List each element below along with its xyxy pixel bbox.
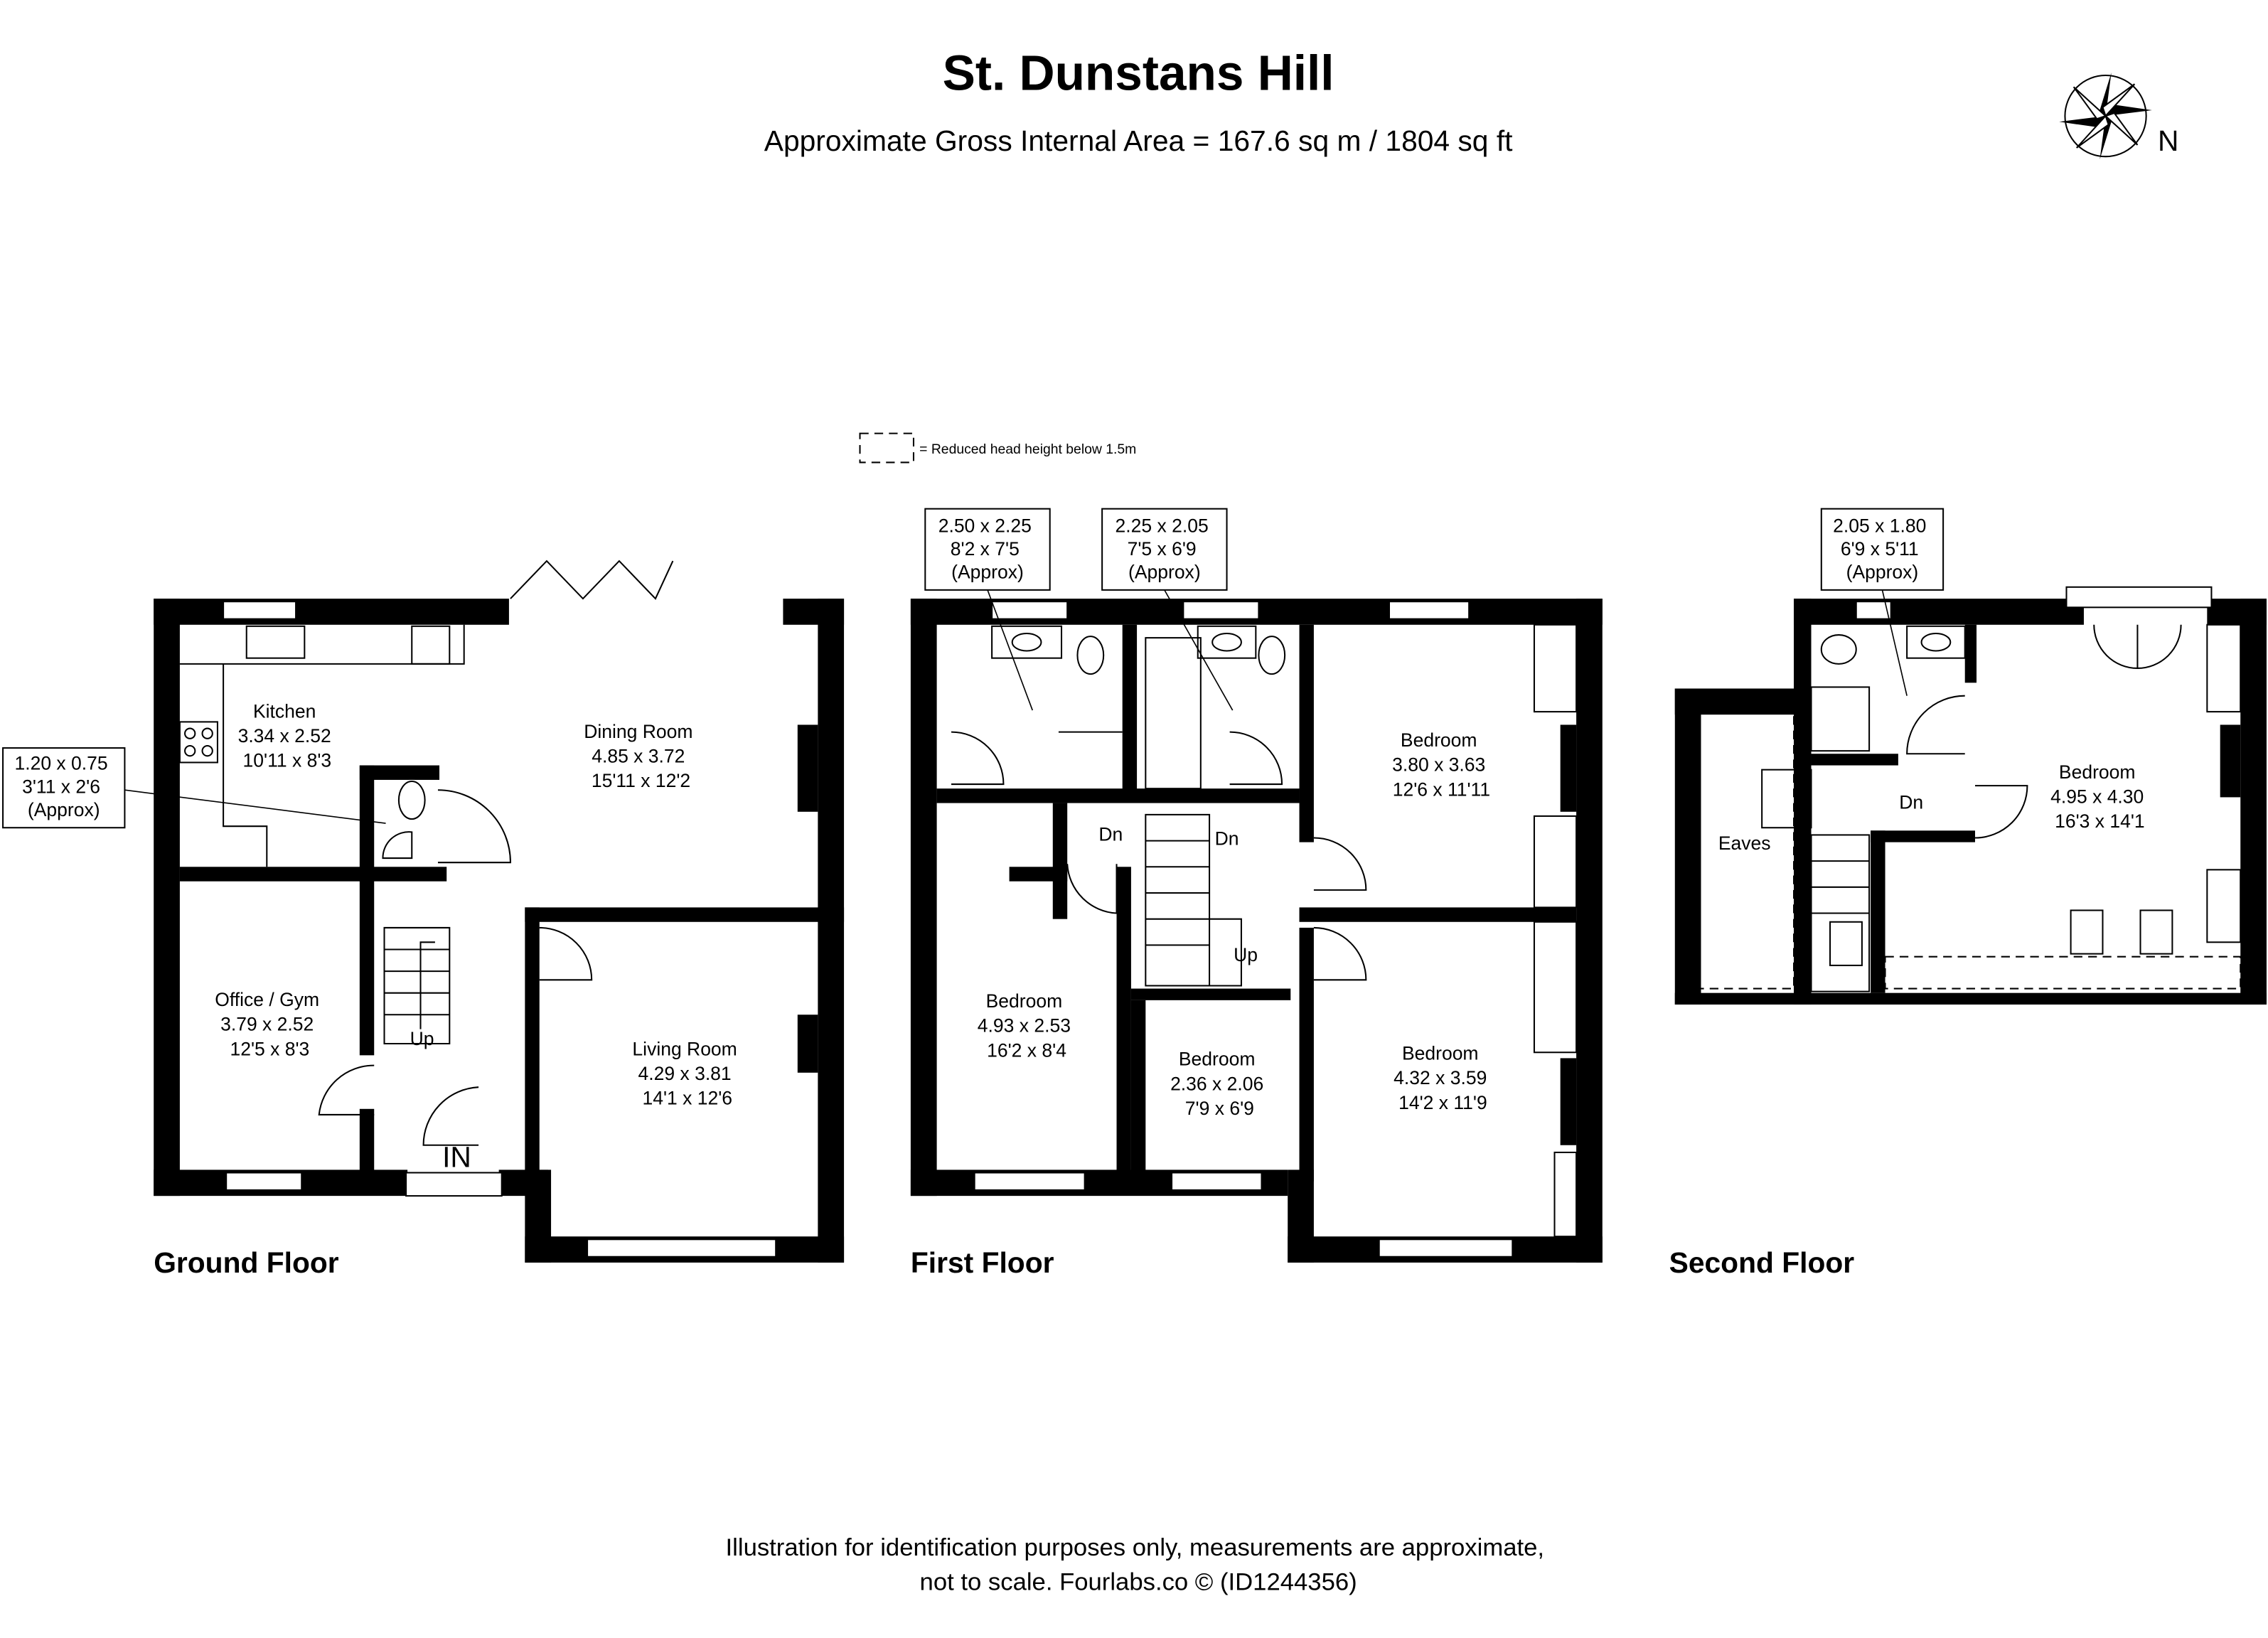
bedroom-w-metric: 4.93 x 2.53 [978,1015,1071,1037]
bedroom-s-metric: 2.36 x 2.06 [1170,1073,1263,1094]
second-floor-label: Second Floor [1669,1246,1855,1279]
ground-floor-label: Ground Floor [154,1246,339,1279]
first-floor: 2.50 x 2.25 8'2 x 7'5 (Approx) 2.25 x 2.… [910,508,1603,1279]
bedroom-s-imperial: 7'9 x 6'9 [1185,1098,1254,1119]
shower-callout-metric: 2.25 x 2.05 [1116,515,1209,536]
ensuite-callout-metric: 2.05 x 1.80 [1833,515,1926,536]
ground-stair-up: Up [410,1028,434,1049]
svg-text:2.05 x 1.80 6'9 x 5'11: 2.05 x 1.80 6'9 x 5'11 (Approx) [1833,515,1932,582]
eaves-label: Eaves [1718,833,1771,854]
dining-metric: 4.85 x 3.72 [592,745,685,766]
office-imperial: 12'5 x 8'3 [230,1038,309,1059]
bedroom-ne-metric: 3.80 x 3.63 [1392,754,1485,776]
wc-approx: (Approx) [28,799,100,820]
legend-swatch [859,432,914,464]
basin-icon [1011,632,1042,652]
living-name: Living Room [632,1038,737,1059]
bedroom-se-imperial: 14'2 x 11'9 [1398,1092,1487,1113]
shower-icon [1810,686,1871,752]
wc-imperial: 3'11 x 2'6 [22,776,100,797]
first-floor-label: First Floor [911,1246,1054,1279]
plan-title: St. Dunstans Hill [943,45,1334,100]
disclaimer-line-1: Illustration for identification purposes… [726,1534,1544,1561]
ground-stairs [383,926,451,1045]
shower-callout-imperial: 7'5 x 6'9 [1128,538,1197,560]
living-imperial: 14'1 x 12'6 [643,1088,733,1109]
second-floor: 2.05 x 1.80 6'9 x 5'11 (Approx) Bedroom … [1669,508,2267,1279]
bath-callout-approx: (Approx) [951,562,1024,583]
basin-icon-2 [1211,632,1242,652]
bath-icon [1145,637,1202,790]
second-bedroom-imperial: 16'3 x 14'1 [2055,810,2145,832]
sink-icon [245,625,306,659]
svg-text:Bedroom 4.93 x 2.53: Bedroom 4.93 x 2.53 16'2 x 8'4 [978,990,1076,1061]
ensuite-callout-imperial: 6'9 x 5'11 [1841,538,1919,560]
bedroom-w-name: Bedroom [986,990,1063,1012]
disclaimer-line-2: not to scale. Fourlabs.co © (ID1244356) [920,1569,1357,1596]
bedroom-w-imperial: 16'2 x 8'4 [987,1039,1066,1061]
legend: = Reduced head height below 1.5m [859,432,1136,464]
svg-text:2.50 x 2.25 8'2 x 7'5: 2.50 x 2.25 8'2 x 7'5 (Approx) [938,515,1037,582]
dining-name: Dining Room [584,721,692,742]
disclaimer: Illustration for identification purposes… [726,1534,1551,1596]
svg-text:Office / Gym 3.79 x 2.52: Office / Gym 3.79 x 2.52 12'5 x 8'3 [215,989,324,1059]
shower-callout-approx: (Approx) [1128,562,1201,583]
second-stairs [1761,769,1871,992]
bedroom-ne-name: Bedroom [1401,729,1477,751]
bedroom-se-name: Bedroom [1402,1042,1479,1064]
second-bedroom-name: Bedroom [2059,761,2136,783]
basin-icon-3 [1920,632,1952,652]
compass-north-label: N [2158,124,2178,157]
second-stair-dn: Dn [1899,792,1923,813]
hob-icon [178,721,218,764]
first-stair-dn-1: Dn [1098,824,1123,845]
svg-text:1.20 x 0.75 3'11 x 2'6: 1.20 x 0.75 3'11 x 2'6 (Approx) [14,753,113,820]
legend-text: = Reduced head height below 1.5m [919,441,1136,457]
second-bedroom-metric: 4.95 x 4.30 [2050,786,2144,808]
svg-text:Bedroom 2.36 x 2.06: Bedroom 2.36 x 2.06 7'9 x 6'9 [1170,1049,1269,1119]
toilet-icon [397,780,426,820]
compass-icon [2059,72,2152,160]
kitchen-metric: 3.34 x 2.52 [238,725,331,746]
svg-text:Bedroom 4.95 x 4.30: Bedroom 4.95 x 4.30 16'3 x 14'1 [2050,761,2149,832]
plan-subtitle: Approximate Gross Internal Area = 167.6 … [764,124,1513,157]
toilet-icon-2 [1258,636,1286,675]
first-stair-up: Up [1234,944,1258,965]
bath-callout-imperial: 8'2 x 7'5 [951,538,1020,560]
svg-text:Bedroom 4.32 x 3.59: Bedroom 4.32 x 3.59 14'2 x 11'9 [1394,1042,1492,1113]
kitchen-name: Kitchen [253,700,316,722]
first-stairs [1145,813,1242,987]
bedroom-se-metric: 4.32 x 3.59 [1394,1067,1487,1088]
svg-text:Living Room 4.29 x 3.81: Living Room 4.29 x 3.81 14'1 x 12'6 [632,1038,742,1108]
office-metric: 3.79 x 2.52 [220,1014,314,1035]
bedroom-s-name: Bedroom [1179,1049,1256,1070]
bath-callout-metric: 2.50 x 2.25 [938,515,1032,536]
kitchen-imperial: 10'11 x 8'3 [243,750,332,771]
toilet-icon-3 [1820,634,1857,665]
svg-text:Dining Room 4.85 x 3.72: Dining Room 4.85 x 3.72 15'11 x 12'2 [584,721,698,791]
svg-text:Bedroom 3.80 x 3.63: Bedroom 3.80 x 3.63 12'6 x 11'11 [1392,729,1491,800]
bedroom-ne-imperial: 12'6 x 11'11 [1393,778,1490,800]
ensuite-callout-approx: (Approx) [1846,562,1919,583]
office-name: Office / Gym [215,989,319,1010]
dining-imperial: 15'11 x 12'2 [592,770,690,791]
first-stair-dn-2: Dn [1215,828,1239,850]
svg-text:2.25 x 2.05 7'5 x 6'9: 2.25 x 2.05 7'5 x 6'9 (Approx) [1116,515,1214,582]
toilet-icon [1076,636,1105,675]
living-metric: 4.29 x 3.81 [638,1063,732,1084]
wc-metric: 1.20 x 0.75 [14,753,107,774]
svg-text:Kitchen 3.34 x 2.52: Kitchen 3.34 x 2.52 10'11 x 8'3 [238,700,337,771]
ground-floor: Kitchen 3.34 x 2.52 10'11 x 8'3 Dining R… [2,560,845,1279]
entrance-label: IN [442,1140,471,1173]
